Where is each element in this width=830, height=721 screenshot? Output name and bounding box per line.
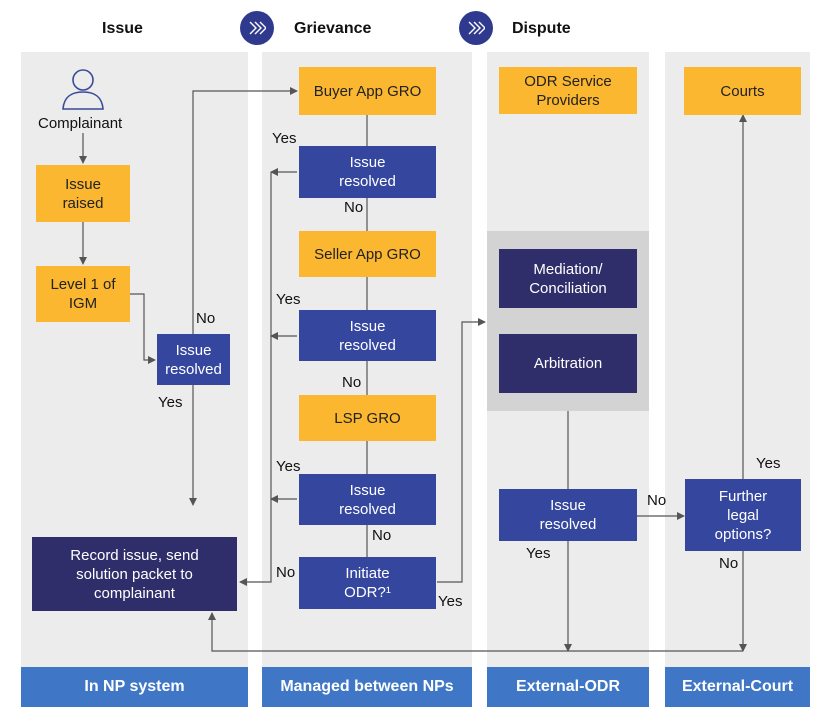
- edge-label-resolved-yes: Yes: [526, 545, 551, 562]
- edge-label-legal-no: No: [719, 555, 739, 572]
- chevron-right-icon: [240, 11, 274, 45]
- edge-label-np-yes: Yes: [158, 394, 183, 411]
- further-legal-options-box: Further legal options?: [685, 479, 801, 551]
- edge-label-odr-no: No: [276, 564, 296, 581]
- edge-label-odr-yes: Yes: [438, 593, 463, 610]
- level1-igm-box: Level 1 of IGM: [36, 266, 130, 322]
- courts-box: Courts: [684, 67, 801, 115]
- issue-resolved-seller-box: Issue resolved: [299, 310, 436, 361]
- lane-external-court: [665, 52, 810, 707]
- record-issue-box: Record issue, send solution packet to co…: [32, 537, 237, 611]
- edge-label-seller-no: No: [342, 374, 362, 391]
- edge-label-buyer-no: No: [344, 199, 364, 216]
- edge-label-seller-yes: Yes: [276, 291, 301, 308]
- issue-resolved-buyer-box: Issue resolved: [299, 146, 436, 198]
- phase-dispute: Dispute: [512, 20, 571, 37]
- phase-issue: Issue: [102, 20, 143, 37]
- arbitration-box: Arbitration: [499, 334, 637, 393]
- issue-resolved-odr-box: Issue resolved: [499, 489, 637, 541]
- mediation-conciliation-box: Mediation/ Conciliation: [499, 249, 637, 308]
- issue-resolved-lsp-box: Issue resolved: [299, 474, 436, 525]
- footer-external-odr: External-ODR: [487, 667, 649, 707]
- issue-raised-box: Issue raised: [36, 165, 130, 222]
- edge-label-legal-yes: Yes: [756, 455, 781, 472]
- odr-service-providers-box: ODR Service Providers: [499, 67, 637, 114]
- footer-np-system: In NP system: [21, 667, 248, 707]
- seller-app-gro-box: Seller App GRO: [299, 231, 436, 277]
- person-icon: [60, 66, 106, 115]
- lsp-gro-box: LSP GRO: [299, 395, 436, 441]
- edge-label-buyer-yes: Yes: [272, 130, 297, 147]
- edge-label-np-no: No: [196, 310, 216, 327]
- phase-grievance: Grievance: [294, 20, 372, 37]
- initiate-odr-box: Initiate ODR?¹: [299, 557, 436, 609]
- buyer-app-gro-box: Buyer App GRO: [299, 67, 436, 115]
- edge-label-lsp-yes: Yes: [276, 458, 301, 475]
- edge-label-resolved-no: No: [647, 492, 667, 509]
- issue-resolved-np-box: Issue resolved: [157, 334, 230, 385]
- chevron-right-icon: [459, 11, 493, 45]
- footer-between-nps: Managed between NPs: [262, 667, 472, 707]
- edge-label-lsp-no: No: [372, 527, 392, 544]
- footer-external-court: External-Court: [665, 667, 810, 707]
- complainant-label: Complainant: [38, 115, 123, 132]
